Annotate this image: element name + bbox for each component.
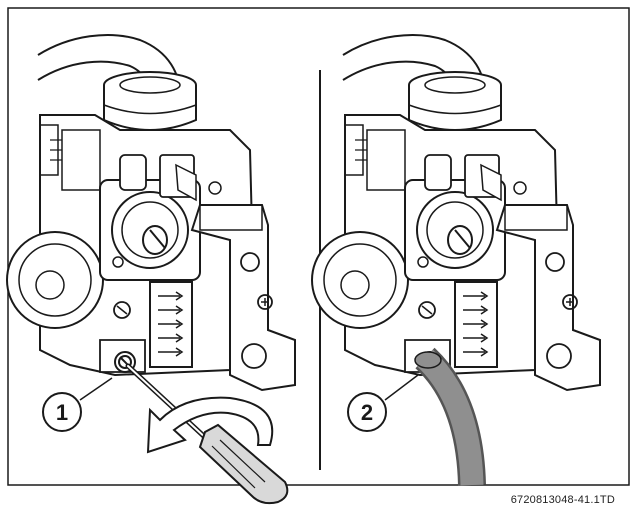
screwdriver bbox=[125, 363, 289, 505]
figure-reference-code: 6720813048-41.1TD bbox=[510, 494, 615, 506]
callout-1-label: 1 bbox=[56, 400, 68, 425]
rotation-arrow bbox=[146, 396, 274, 454]
callout-2-circle bbox=[347, 392, 387, 432]
callout-2-label: 2 bbox=[361, 400, 373, 425]
panel-left: 1 bbox=[6, 34, 296, 505]
callout-1-circle bbox=[42, 392, 82, 432]
panel-right: 2 bbox=[311, 34, 601, 486]
